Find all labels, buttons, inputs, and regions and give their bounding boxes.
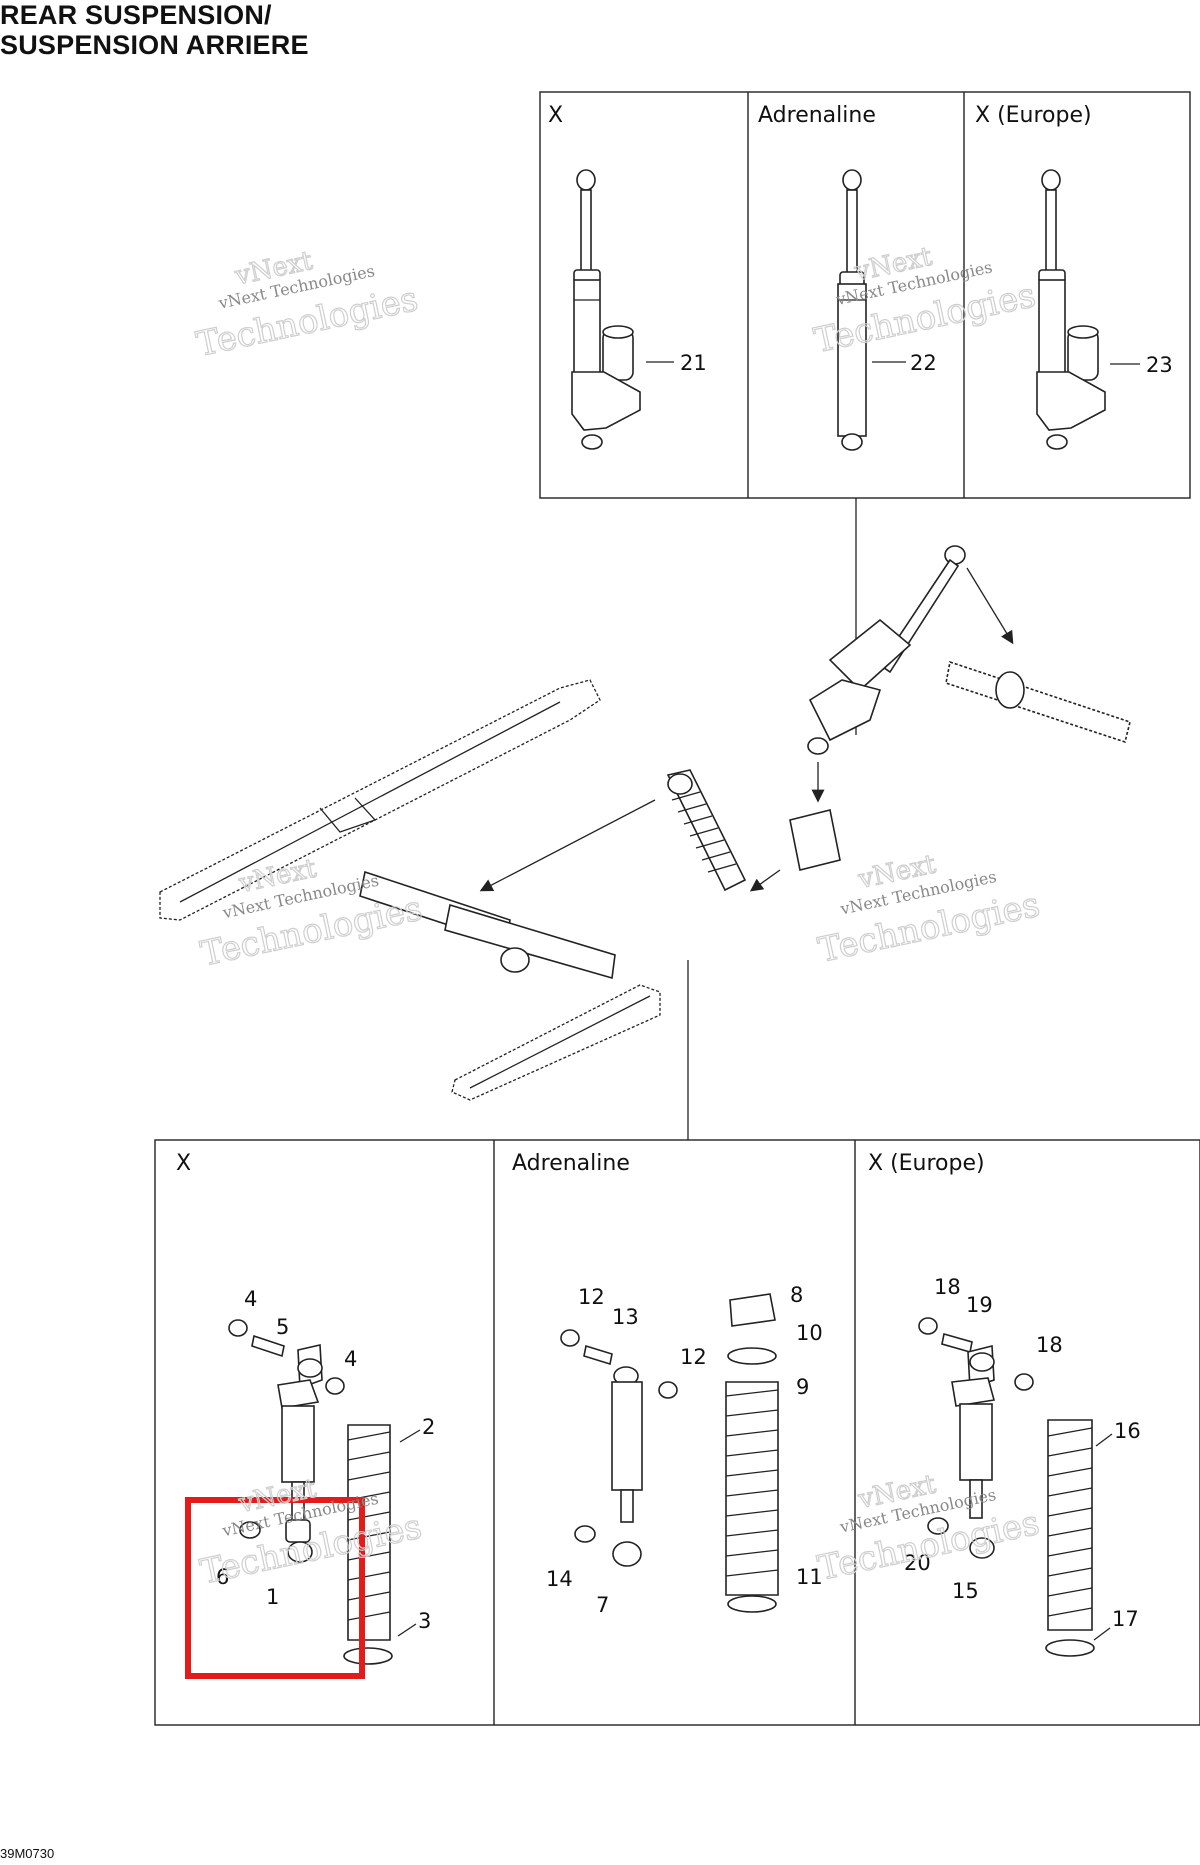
panel-x-callouts: 4 5 4 2 6 1 3 bbox=[216, 1287, 435, 1637]
bottom-panel-label-adrenaline: Adrenaline bbox=[512, 1151, 630, 1176]
callout-16: 16 bbox=[1114, 1419, 1141, 1443]
watermark-middle-right: vNext vNext Technologies Technologies bbox=[814, 849, 1044, 972]
panel-x-europe-callouts: 18 19 18 16 20 15 17 bbox=[904, 1275, 1141, 1641]
callout-13: 13 bbox=[612, 1305, 639, 1329]
top-panel-label-adrenaline: Adrenaline bbox=[758, 103, 876, 128]
callout-23: 23 bbox=[1146, 353, 1173, 377]
callout-4b: 4 bbox=[344, 1347, 357, 1371]
callout-6: 6 bbox=[216, 1565, 229, 1589]
callout-5: 5 bbox=[276, 1315, 289, 1339]
callout-21: 21 bbox=[680, 351, 707, 375]
bottom-panel-frame bbox=[154, 1139, 1200, 1726]
panel-adrenaline-parts bbox=[560, 1293, 779, 1613]
top-panel-label-x-europe: X (Europe) bbox=[975, 103, 1092, 128]
page-title: REAR SUSPENSION/ SUSPENSION ARRIERE bbox=[0, 0, 309, 60]
title-line-1: REAR SUSPENSION/ bbox=[0, 0, 272, 30]
top-panel-label-x: X bbox=[548, 103, 563, 128]
callout-18b: 18 bbox=[1036, 1333, 1063, 1357]
callout-10: 10 bbox=[796, 1321, 823, 1345]
callout-22: 22 bbox=[910, 351, 937, 375]
callout-20: 20 bbox=[904, 1551, 931, 1575]
callout-15: 15 bbox=[952, 1579, 979, 1603]
callout-2: 2 bbox=[422, 1415, 435, 1439]
callout-9: 9 bbox=[796, 1375, 809, 1399]
rear-suspension-assembly bbox=[159, 545, 1131, 1101]
callout-14: 14 bbox=[546, 1567, 573, 1591]
panel-adrenaline-callouts: 12 13 12 8 10 9 14 7 11 bbox=[546, 1283, 823, 1617]
shock-22-drawing bbox=[837, 169, 867, 451]
shock-23-drawing bbox=[1036, 169, 1106, 450]
callout-17: 17 bbox=[1112, 1607, 1139, 1631]
watermark-upper-right: vNext vNext Technologies Technologies bbox=[810, 241, 1040, 362]
callout-4a: 4 bbox=[244, 1287, 257, 1311]
drawing-code: 39M0730 bbox=[0, 1846, 55, 1861]
watermark-upper-left: vNext vNext Technologies Technologies bbox=[192, 245, 422, 365]
callout-18a: 18 bbox=[934, 1275, 961, 1299]
callout-19: 19 bbox=[966, 1293, 993, 1317]
highlight-box bbox=[185, 1497, 365, 1679]
callout-11: 11 bbox=[796, 1565, 823, 1589]
callout-12b: 12 bbox=[680, 1345, 707, 1369]
callout-3: 3 bbox=[418, 1609, 431, 1633]
callout-12a: 12 bbox=[578, 1285, 605, 1309]
top-shock-panels: X Adrenaline X (Europe) 21 22 bbox=[539, 91, 1191, 499]
top-panel-frame bbox=[539, 91, 1191, 499]
shock-21-drawing bbox=[571, 169, 641, 450]
title-line-2: SUSPENSION ARRIERE bbox=[0, 30, 309, 60]
bottom-panel-label-x-europe: X (Europe) bbox=[868, 1151, 985, 1176]
bottom-shock-panels: X Adrenaline X (Europe) bbox=[154, 1139, 1200, 1726]
bottom-panel-label-x: X bbox=[176, 1151, 191, 1176]
watermark-middle-left: vNext vNext Technologies Technologies bbox=[197, 853, 427, 975]
callout-1: 1 bbox=[266, 1585, 279, 1609]
callout-8: 8 bbox=[790, 1283, 803, 1307]
callout-7: 7 bbox=[596, 1593, 609, 1617]
panel-x-europe-parts bbox=[918, 1317, 1095, 1657]
